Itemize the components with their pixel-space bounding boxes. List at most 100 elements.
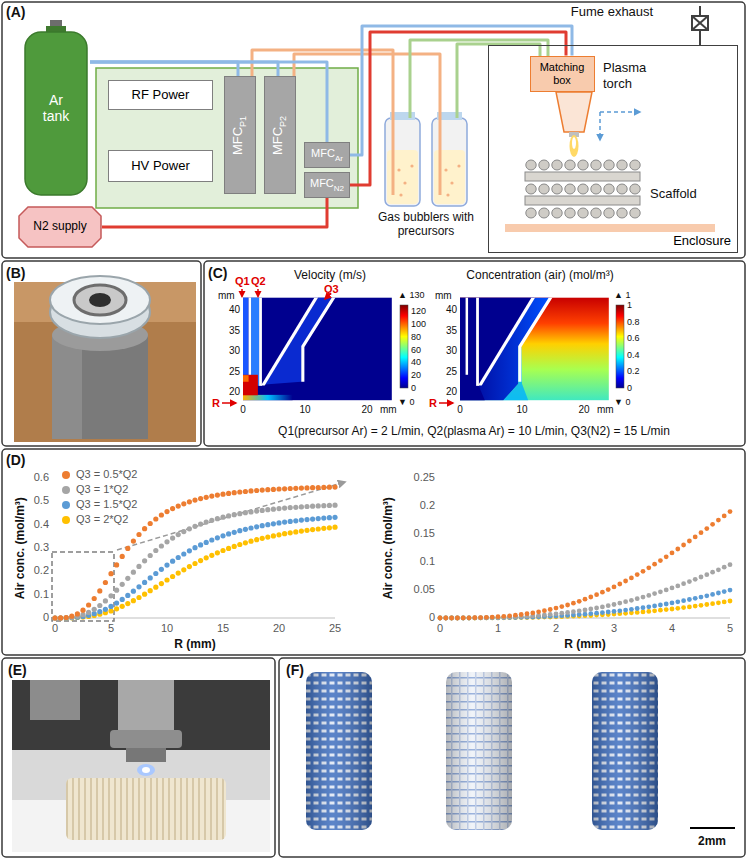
tick-label: 40: [229, 304, 240, 316]
data-point: [86, 610, 91, 615]
tick-label: 4: [669, 622, 675, 635]
tick-label: 40: [446, 304, 457, 316]
node-label: MFC: [310, 177, 334, 189]
data-point: [226, 531, 231, 536]
data-point: [310, 504, 315, 509]
data-point: [52, 485, 732, 621]
vapour-line: [410, 40, 548, 118]
data-point: [237, 528, 242, 533]
velocity-field: [243, 375, 249, 382]
tick-label: 5: [727, 622, 733, 635]
octagon-outline: [19, 207, 101, 247]
data-point: [254, 509, 259, 514]
panel-letter: (C): [208, 265, 227, 282]
node-label: Matching box: [540, 61, 585, 86]
data-point: [641, 569, 646, 574]
data-point: [114, 606, 119, 611]
subscript-label: P1: [238, 115, 248, 126]
data-point: [461, 616, 466, 621]
data-point: [276, 506, 281, 511]
printing-photo: [66, 778, 226, 840]
data-point: [548, 607, 553, 612]
data-point: [490, 615, 495, 620]
data-point: [125, 593, 130, 598]
data-point: [316, 503, 321, 508]
data-point: [693, 535, 698, 540]
velocity-field: [243, 298, 392, 401]
colorbar-label: 60: [411, 345, 421, 356]
tick-label: 25: [229, 366, 240, 378]
axis-unit: mm: [218, 290, 235, 302]
plasma-torch: [556, 92, 592, 157]
scaffold-strut: [630, 184, 640, 194]
data-point: [142, 580, 147, 585]
data-point: [276, 532, 281, 537]
data-point: [438, 616, 443, 621]
data-point: [316, 485, 321, 490]
axis-title: R (mm): [564, 637, 605, 651]
motion-arrow: [600, 111, 640, 113]
axis-unit: mm: [435, 290, 452, 302]
node-label: MFC: [271, 126, 286, 154]
data-point: [181, 529, 186, 534]
data-point: [114, 601, 119, 606]
panel-frame: [279, 658, 745, 857]
data-point: [664, 554, 669, 559]
panel-frame: [2, 449, 745, 655]
scaffold-strut: [552, 208, 562, 218]
data-point: [699, 530, 704, 535]
data-point: [52, 615, 57, 620]
data-point: [265, 535, 270, 540]
data-point: [316, 516, 321, 521]
data-point: [187, 499, 192, 504]
tick-label: 0: [457, 404, 463, 416]
data-point: [232, 512, 237, 517]
data-point: [232, 490, 237, 495]
scale-bar: [690, 827, 735, 829]
data-point: [103, 607, 108, 612]
data-point: [443, 616, 448, 621]
scaffold-strut: [526, 184, 536, 194]
data-point: [478, 615, 483, 620]
data-point: [525, 611, 530, 616]
tick-label: 5: [108, 622, 114, 635]
data-point: [583, 608, 588, 613]
bubble: [446, 193, 449, 196]
colorbar-label: 0.2: [627, 366, 640, 377]
data-point: [192, 498, 197, 503]
scaffold-strut: [630, 208, 640, 218]
data-point: [282, 486, 287, 491]
data-point: [670, 586, 675, 591]
data-point: [131, 570, 136, 575]
data-point: [92, 596, 97, 601]
printing-photo: [30, 680, 80, 720]
plasma-torch: [570, 135, 579, 157]
data-point: [148, 575, 153, 580]
node-text: MFCAr: [311, 147, 343, 162]
data-point: [170, 506, 175, 511]
flow-arrow: [257, 289, 259, 297]
data-point: [142, 558, 147, 563]
colorbar-label: 0: [411, 383, 416, 394]
data-point: [237, 542, 242, 547]
data-point: [153, 548, 158, 553]
data-point: [75, 611, 80, 616]
data-point: [716, 591, 721, 596]
panel-letter: (E): [6, 662, 29, 679]
data-point: [181, 551, 186, 556]
data-point: [455, 616, 460, 621]
scaffold-strut: [525, 196, 640, 205]
data-point: [670, 551, 675, 556]
data-point: [675, 599, 680, 604]
subscript-label: N2: [334, 184, 344, 193]
data-point: [490, 616, 495, 621]
printing-photo: [137, 764, 155, 776]
data-point: [226, 513, 231, 518]
power-supply-box: RF Power: [108, 80, 213, 110]
printed-tube: [446, 672, 512, 830]
data-point: [658, 603, 663, 608]
vapour-line: [457, 44, 540, 118]
data-point: [282, 531, 287, 536]
data-point: [310, 517, 315, 522]
